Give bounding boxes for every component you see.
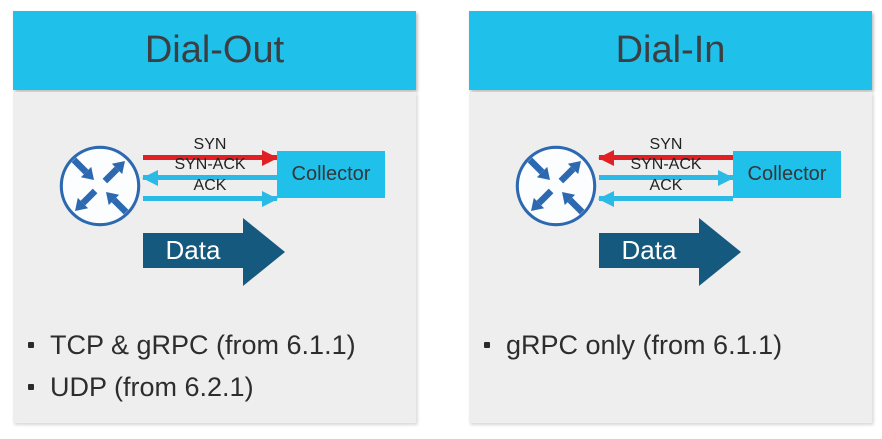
bullet-text: gRPC only (from 6.1.1) [506,330,783,360]
bullet-text: UDP (from 6.2.1) [50,372,254,402]
dial-in-header: Dial-In [469,11,872,90]
dial-out-header: Dial-Out [13,11,416,90]
bullet-item: gRPC only (from 6.1.1) [482,324,864,366]
syn-ack-arrowhead-icon [142,169,158,186]
syn-ack-arrowhead-icon [718,169,734,186]
data-flow-arrow: Data [599,218,741,286]
dial-out-body: SYN SYN-ACK ACK Collector Data [13,92,416,423]
data-flow-arrow-body: Data [143,233,243,268]
router-icon [57,143,143,229]
dial-in-bullet-list: gRPC only (from 6.1.1) [482,324,864,366]
ack-arrow-shaft [143,190,278,207]
data-flow-arrowhead-icon [699,218,741,286]
ack-arrowhead-icon [262,190,278,207]
data-flow-arrow-body: Data [599,233,699,268]
ack-label: ACK [649,177,683,194]
data-flow-arrow: Data [143,218,285,286]
panel-title-dial-in: Dial-In [615,29,726,71]
bullet-text: TCP & gRPC (from 6.1.1) [50,330,356,360]
data-flow-arrowhead-icon [243,218,285,286]
ack-arrowhead-icon [598,190,614,207]
syn-arrow-shaft [143,149,278,166]
panel-dial-in: Dial-In [469,11,872,423]
syn-ack-label: SYN-ACK [630,156,702,173]
collector-box: Collector [277,151,385,198]
syn-arrow: SYN [143,136,278,166]
panel-dial-out: Dial-Out [13,11,416,423]
syn-ack-arrow-shaft [599,169,734,186]
collector-label: Collector [291,163,371,185]
syn-arrowhead-icon [598,149,614,166]
syn-arrowhead-icon [262,149,278,166]
syn-ack-label: SYN-ACK [174,156,246,173]
dial-out-bullet-list: TCP & gRPC (from 6.1.1) UDP (from 6.2.1) [26,324,408,408]
syn-label: SYN [649,136,683,153]
ack-arrow: ACK [143,177,278,207]
syn-arrow-shaft [598,149,733,166]
syn-ack-arrow: SYN-ACK [599,156,734,186]
bullet-item: TCP & gRPC (from 6.1.1) [26,324,408,366]
data-flow-label: Data [165,235,221,265]
dial-in-body: SYN SYN-ACK ACK Collector Data [469,92,872,423]
panel-title-dial-out: Dial-Out [144,29,285,71]
router-icon [513,143,599,229]
syn-arrow: SYN [598,136,733,166]
syn-ack-arrow: SYN-ACK [142,156,277,186]
collector-label: Collector [747,163,827,185]
ack-arrow: ACK [598,177,733,207]
syn-ack-arrow-shaft [142,169,277,186]
syn-label: SYN [193,136,227,153]
ack-label: ACK [193,177,227,194]
collector-box: Collector [733,151,841,198]
data-flow-label: Data [621,235,677,265]
bullet-item: UDP (from 6.2.1) [26,366,408,408]
ack-arrow-shaft [598,190,733,207]
